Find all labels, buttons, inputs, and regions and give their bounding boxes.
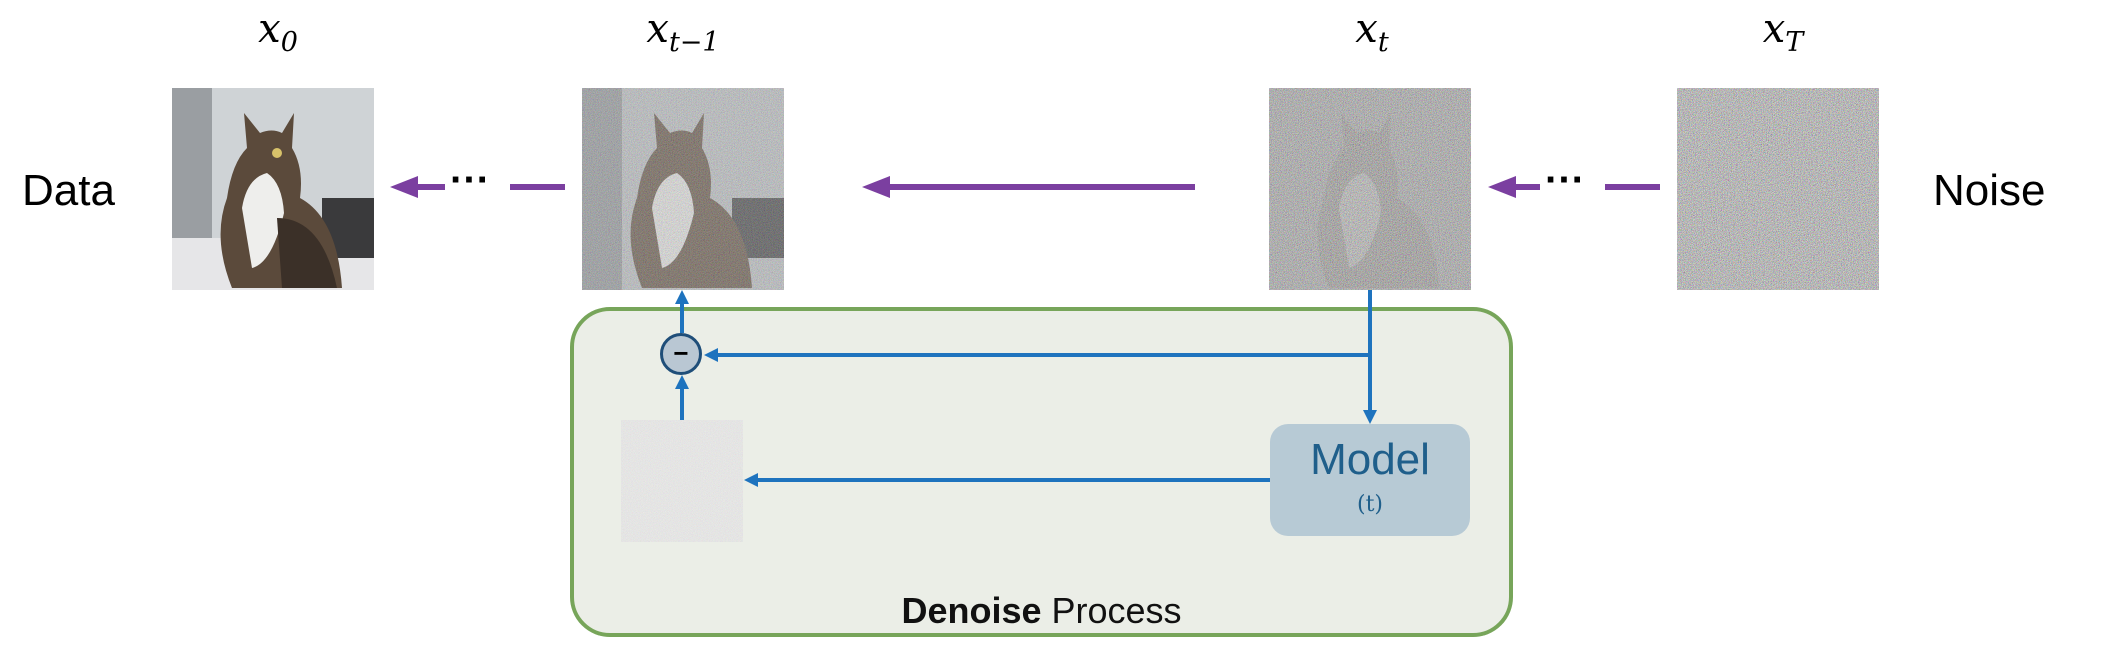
data-label: Data <box>22 166 115 215</box>
noise-label: Noise <box>1933 166 2046 215</box>
subtract-node-icon: − <box>660 333 702 375</box>
ellipsis-left: ··· <box>450 158 490 202</box>
denoise-bold-word: Denoise <box>901 590 1042 631</box>
cat-noisy-image <box>1269 88 1471 290</box>
predicted-noise-image <box>621 420 743 542</box>
ellipsis-right: ··· <box>1545 158 1585 202</box>
model-box: Model (t) <box>1270 424 1470 536</box>
label-x-t: xt <box>1355 6 1389 58</box>
label-x-t-minus-1: xt−1 <box>646 6 720 58</box>
cat-clean-image <box>172 88 374 290</box>
cat-slightly-noisy-image <box>582 88 784 290</box>
reverse-arrow-middle <box>862 176 1195 198</box>
model-time-arg: (t) <box>1356 492 1383 517</box>
model-label: Model <box>1310 435 1430 484</box>
process-word: Process <box>1041 590 1182 631</box>
denoise-process-label: Denoise Process <box>570 590 1513 632</box>
pure-noise-image <box>1677 88 1879 290</box>
label-x-T: xT <box>1762 6 1804 58</box>
label-x0: x0 <box>258 6 298 58</box>
